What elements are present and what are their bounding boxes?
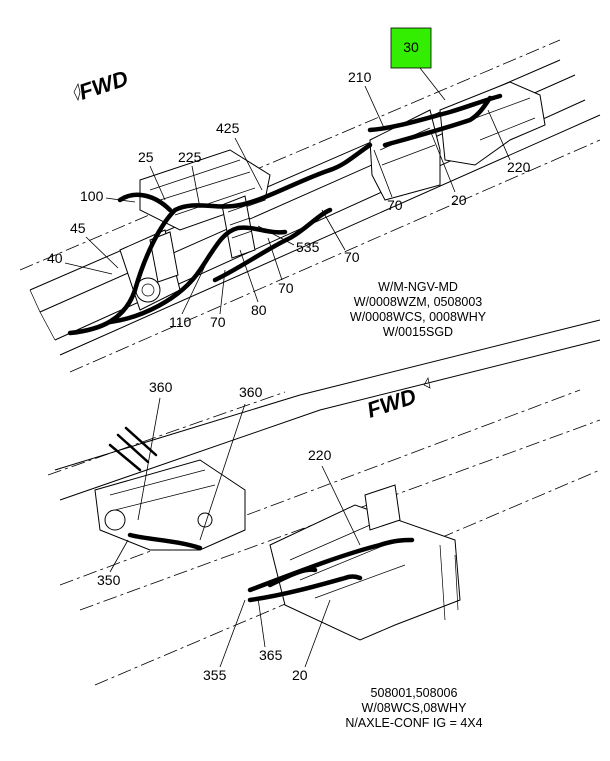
top-fwd-indicator: FWD bbox=[73, 65, 131, 105]
callout-label: 355 bbox=[203, 667, 227, 683]
callout-label: 70 bbox=[344, 249, 360, 265]
bottom-right-tank-bracket bbox=[269, 484, 461, 641]
bottom-wiring-harness bbox=[247, 537, 415, 603]
callout-label: 20 bbox=[292, 667, 308, 683]
top-tank-bracket bbox=[439, 81, 546, 166]
note-line: N/AXLE-CONF IG = 4X4 bbox=[345, 716, 482, 730]
bottom-left-crossmember bbox=[94, 426, 246, 551]
callout-label: 220 bbox=[507, 159, 531, 175]
callout-label: 70 bbox=[278, 280, 294, 296]
note-line: W/08WCS,08WHY bbox=[362, 701, 468, 715]
top-applicability-note: W/M-NGV-MD W/0008WZM, 0508003 W/0008WCS,… bbox=[350, 280, 487, 339]
callout-label: 220 bbox=[308, 447, 332, 463]
bottom-applicability-note: 508001,508006 W/08WCS,08WHY N/AXLE-CONF … bbox=[345, 686, 482, 730]
callout-label: 100 bbox=[80, 188, 104, 204]
callout-label: 210 bbox=[348, 69, 372, 85]
callout-label: 360 bbox=[239, 384, 263, 400]
callout-label: 360 bbox=[149, 379, 173, 395]
note-line: W/0008WCS, 0008WHY bbox=[350, 310, 487, 324]
note-line: W/0008WZM, 0508003 bbox=[354, 295, 483, 309]
callout-label: 365 bbox=[259, 647, 283, 663]
top-fwd-label: FWD bbox=[76, 65, 131, 104]
highlighted-callout-30: 30 bbox=[390, 27, 446, 101]
top-left-bracket bbox=[119, 229, 181, 311]
callout-highlight-box bbox=[390, 27, 432, 69]
callout-label: 70 bbox=[210, 314, 226, 330]
callout-label: 225 bbox=[178, 149, 202, 165]
bottom-fwd-label: FWD bbox=[364, 383, 419, 422]
callout-label: 45 bbox=[70, 220, 86, 236]
top-crossmember-bracket bbox=[139, 149, 271, 231]
callout-label: 425 bbox=[216, 120, 240, 136]
callout-label: 25 bbox=[138, 149, 154, 165]
top-wiring-harness bbox=[67, 93, 503, 336]
callout-label: 535 bbox=[296, 239, 320, 255]
callout-label: 70 bbox=[387, 197, 403, 213]
callout-30-label: 30 bbox=[403, 39, 419, 55]
callout-label: 80 bbox=[251, 302, 267, 318]
callout-label: 20 bbox=[451, 192, 467, 208]
callout-label: 350 bbox=[97, 572, 121, 588]
note-line: 508001,508006 bbox=[371, 686, 458, 700]
note-line: W/M-NGV-MD bbox=[378, 280, 458, 294]
top-view: FWD 30 210 425 25 225 100 45 40 110 70 8… bbox=[19, 27, 601, 373]
bottom-view: FWD 360 360 220 350 355 365 20 508001,50… bbox=[47, 319, 601, 730]
note-line: W/0015SGD bbox=[383, 325, 453, 339]
callout-label: 40 bbox=[47, 250, 63, 266]
callout-label: 110 bbox=[169, 314, 192, 330]
